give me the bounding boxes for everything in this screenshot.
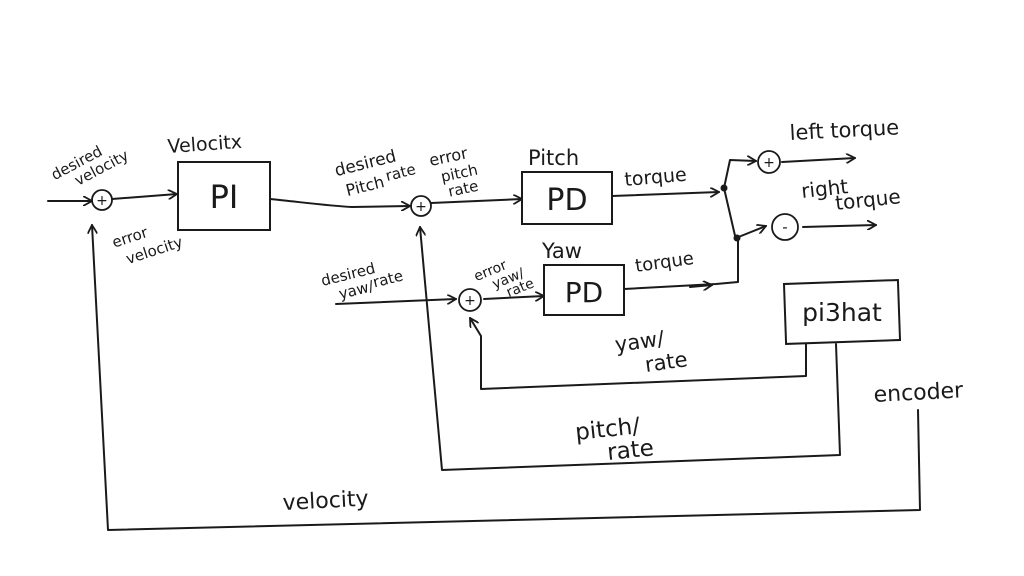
left-branch-line [723, 160, 756, 189]
split-dot-bottom [733, 234, 741, 242]
desired-pitch-rate-line [351, 206, 410, 207]
left-summing-junction: + [757, 150, 781, 174]
pitch-pd-title: Pitch [528, 146, 579, 170]
velocity-pi-block: PI [177, 161, 271, 231]
desired-yaw-rate-label-line3: rate [371, 267, 405, 292]
pitch-summing-junction: + [410, 195, 432, 217]
yaw-pd-block: PD [543, 264, 625, 316]
error-pitch-rate-line [430, 199, 522, 203]
pitch-rate-feedback-label-line2: rate [606, 435, 655, 466]
left-torque-output-line [781, 158, 855, 162]
right-branch-line [735, 226, 766, 239]
pitch-rate-feedback-line [420, 227, 841, 471]
velocity-pi-label: PI [210, 178, 239, 216]
desired-yaw-rate-line [335, 299, 456, 305]
pi3hat-label: pi3hat [802, 298, 882, 327]
yaw-torque-line [623, 239, 739, 290]
yaw-torque-label: torque [634, 248, 695, 277]
velocity-summing-junction: + [91, 189, 113, 211]
split-dot-top [720, 184, 728, 192]
pi-output-line [269, 198, 353, 208]
pitch-torque-line [611, 192, 719, 196]
encoder-label: encoder [873, 378, 965, 408]
yaw-torque-arrow [689, 285, 712, 287]
velocity-junction-sign: + [96, 193, 108, 209]
pitch-torque-label: torque [624, 164, 688, 191]
pitch-pd-block: PD [521, 171, 613, 225]
pitch-junction-sign: + [415, 199, 427, 215]
error-yaw-rate-line [483, 296, 544, 299]
velocity-feedback-label: velocity [282, 487, 369, 516]
yaw-rate-feedback-label-line2: rate [643, 347, 689, 377]
yaw-junction-sign: + [464, 293, 476, 309]
velocity-feedback-line [92, 225, 921, 531]
yaw-summing-junction: + [458, 288, 482, 312]
right-torque-label-line1: right [800, 174, 849, 203]
pitch-pd-label: PD [546, 183, 587, 218]
yaw-pd-label: PD [565, 276, 603, 309]
right-summing-junction: - [771, 213, 799, 241]
pi3hat-block: pi3hat [782, 278, 902, 346]
right-torque-output-line [802, 225, 876, 227]
left-torque-label: left torque [789, 115, 900, 145]
yaw-rate-feedback-line [469, 318, 807, 390]
velocity-pi-title: Velocitx [167, 131, 243, 158]
torque-split-vertical [723, 187, 737, 241]
yaw-pd-title: Yaw [541, 239, 582, 263]
left-junction-sign: + [763, 155, 775, 171]
error-velocity-line [111, 194, 177, 200]
right-junction-sign: - [782, 218, 787, 236]
error-pitch-rate-label-line3: rate [446, 177, 480, 201]
